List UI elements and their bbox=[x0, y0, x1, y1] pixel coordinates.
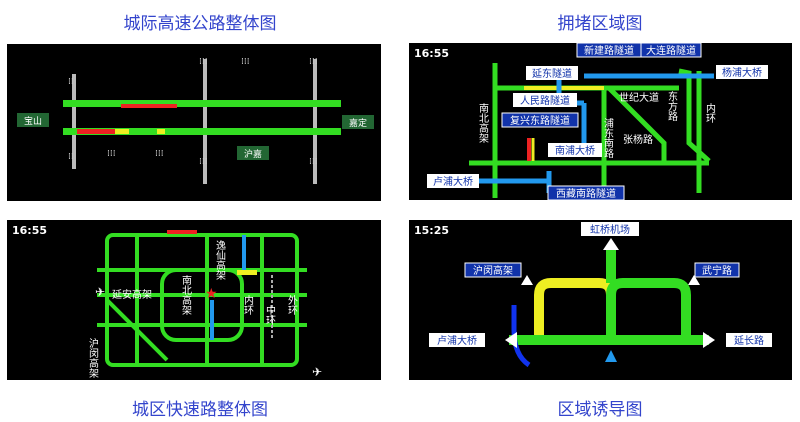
label-outer-ring: 外环 bbox=[286, 295, 298, 316]
label-humin-elevated: 沪闵高架 bbox=[473, 264, 513, 277]
label-nanbei-elevated: 南北高架 bbox=[477, 102, 489, 144]
label-renmin-tunnel: 人民路隧道 bbox=[520, 94, 570, 107]
time-display: 15:25 bbox=[414, 224, 450, 237]
svg-text:⁞⁞⁞: ⁞⁞⁞ bbox=[309, 57, 318, 67]
sign-bottom-label: 沪嘉 bbox=[244, 148, 262, 160]
airport-icon: ✈ bbox=[312, 365, 322, 379]
svg-text:⁞⁞⁞: ⁞⁞⁞ bbox=[309, 157, 318, 167]
urban-expressway-map[interactable]: 16:55 ★ 逸仙高架 延安高架 南北高架 内环 中环 外环 沪闵高架 ✈ bbox=[7, 220, 381, 380]
svg-text:⁞⁞⁞: ⁞⁞⁞ bbox=[155, 149, 164, 159]
highway-exit-sign-right[interactable]: 嘉定 bbox=[342, 115, 374, 129]
label-pudong-south-road: 浦东南路 bbox=[602, 117, 614, 159]
label-xizang-tunnel: 西藏南路隧道 bbox=[556, 187, 616, 200]
caption-congestion: 拥堵区域图 bbox=[557, 14, 643, 34]
regional-guidance-map[interactable]: 15:25 虹桥机场 沪闵高架 武宁路 卢浦大桥 延长路 bbox=[409, 220, 792, 380]
label-humin-elevated: 沪闵高架 bbox=[87, 337, 99, 379]
svg-text:⁞⁞: ⁞⁞ bbox=[68, 77, 74, 87]
svg-text:⁞⁞: ⁞⁞ bbox=[68, 152, 74, 162]
svg-text:⁞⁞⁞: ⁞⁞⁞ bbox=[107, 149, 116, 159]
svg-text:⁞⁞⁞: ⁞⁞⁞ bbox=[199, 57, 208, 67]
svg-text:⁞⁞⁞: ⁞⁞⁞ bbox=[241, 57, 250, 67]
sign-right-label: 嘉定 bbox=[349, 117, 367, 129]
time-display: 16:55 bbox=[12, 224, 48, 237]
label-yanchang-road: 延长路 bbox=[734, 334, 764, 347]
label-lupu-bridge: 卢浦大桥 bbox=[433, 175, 473, 188]
label-fuxing-tunnel: 复兴东路隧道 bbox=[510, 114, 570, 127]
label-nanbei-elevated: 南北高架 bbox=[180, 274, 192, 316]
intercity-highway-map[interactable]: ⁞⁞ ⁞⁞ ⁞⁞⁞ ⁞⁞⁞ ⁞⁞⁞ ⁞⁞⁞ ⁞⁞⁞ ⁞⁞⁞ ⁞⁞⁞ 宝山 嘉定 … bbox=[7, 44, 381, 201]
congestion-area-map[interactable]: 16:55 新建路隧道 大连路隧道 bbox=[409, 43, 792, 200]
label-wuning-road: 武宁路 bbox=[702, 264, 732, 277]
time-display: 16:55 bbox=[414, 47, 450, 60]
caption-intercity: 城际高速公路整体图 bbox=[123, 14, 277, 34]
label-xinjian-tunnel: 新建路隧道 bbox=[584, 44, 634, 57]
label-zhangyang-road: 张杨路 bbox=[623, 133, 653, 146]
label-yixian-elevated: 逸仙高架 bbox=[214, 240, 226, 281]
svg-text:★: ★ bbox=[205, 286, 218, 302]
svg-text:⁞⁞⁞: ⁞⁞⁞ bbox=[199, 157, 208, 167]
sign-left-label: 宝山 bbox=[24, 115, 42, 127]
label-inner-ring: 内环 bbox=[704, 102, 716, 124]
airport-icon: ✈ bbox=[95, 285, 105, 299]
label-shiji-avenue: 世纪大道 bbox=[619, 91, 659, 104]
label-hongqiao-airport: 虹桥机场 bbox=[590, 223, 630, 236]
label-dongfang-road: 东方路 bbox=[666, 90, 678, 122]
label-lupu-bridge: 卢浦大桥 bbox=[437, 334, 477, 347]
label-yanan-elevated: 延安高架 bbox=[112, 288, 152, 301]
label-yandong-tunnel: 延东隧道 bbox=[532, 67, 572, 80]
label-middle-ring: 中环 bbox=[264, 304, 276, 326]
label-yangpu-bridge: 杨浦大桥 bbox=[722, 66, 762, 79]
highway-exit-sign-left[interactable]: 宝山 bbox=[17, 113, 49, 127]
caption-regional-guidance: 区域诱导图 bbox=[557, 400, 643, 420]
label-dalian-tunnel: 大连路隧道 bbox=[646, 44, 696, 57]
label-inner-ring: 内环 bbox=[242, 294, 254, 316]
caption-urban-expressway: 城区快速路整体图 bbox=[132, 400, 268, 420]
highway-exit-sign-bottom[interactable]: 沪嘉 bbox=[237, 146, 269, 160]
label-nanpu-bridge: 南浦大桥 bbox=[555, 144, 595, 157]
